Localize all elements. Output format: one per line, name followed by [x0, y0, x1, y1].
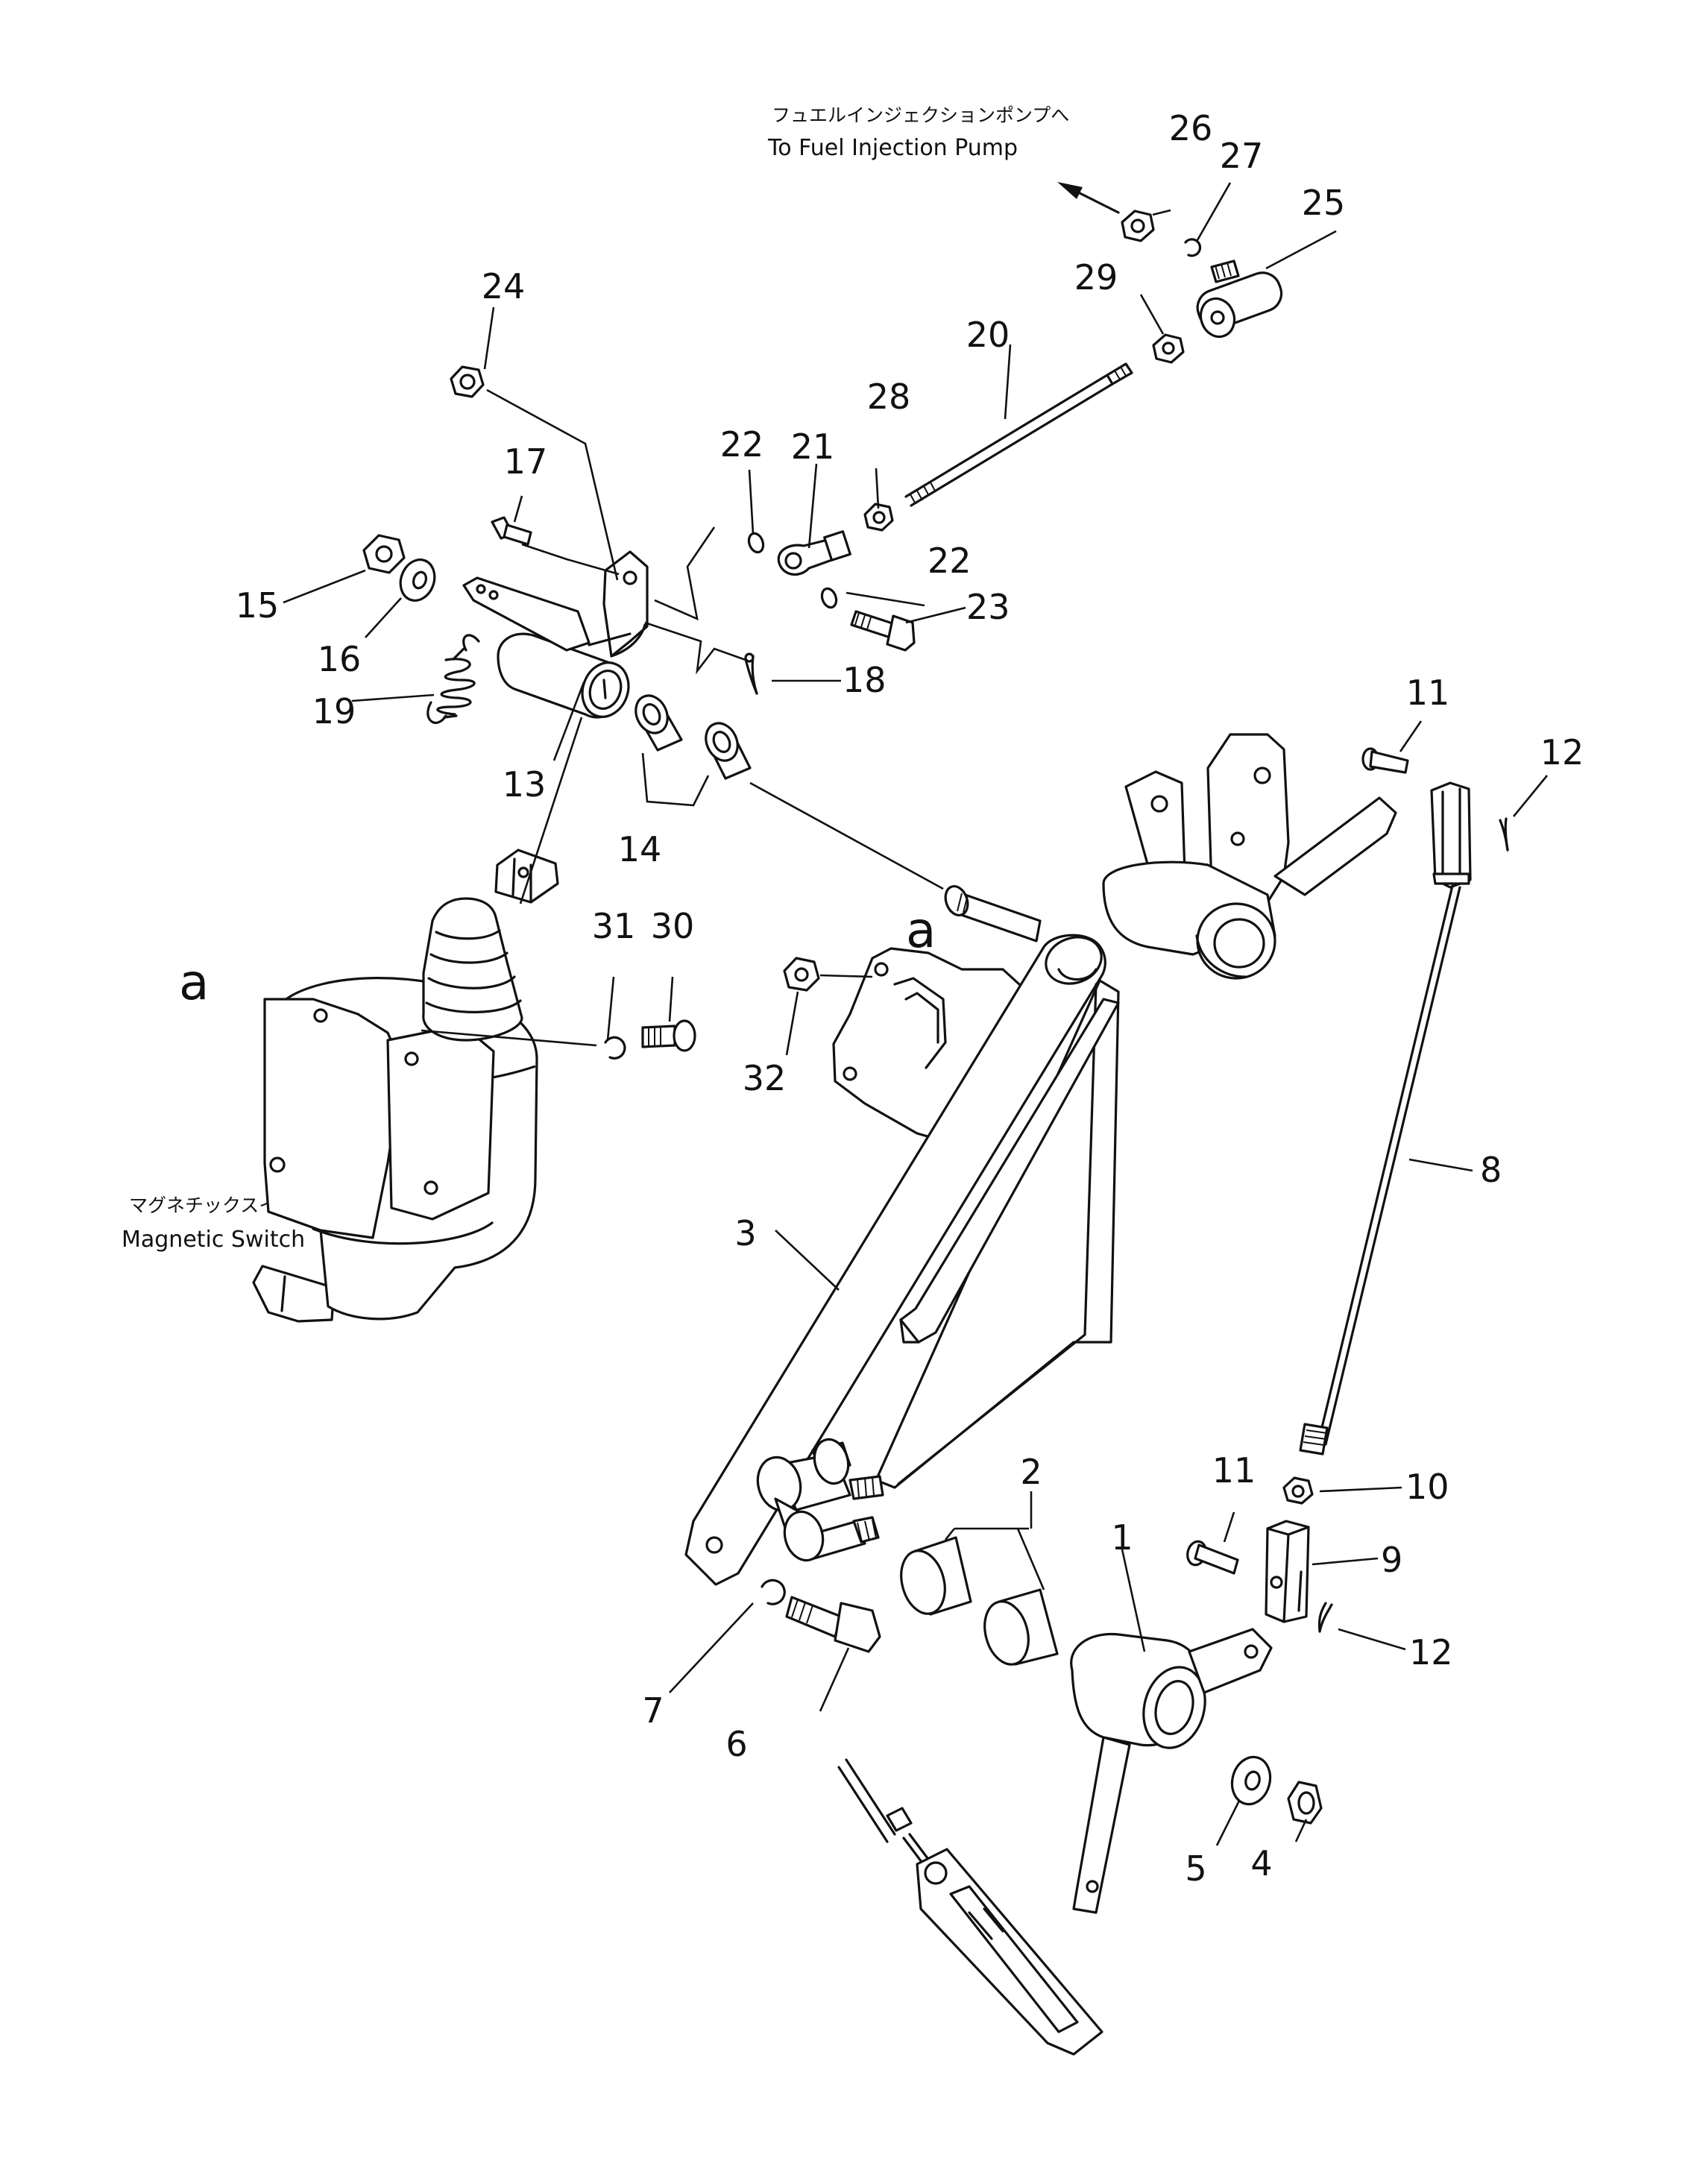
- callout-7: 7: [642, 1690, 664, 1731]
- callout-24: 24: [482, 266, 526, 306]
- part-spring-19-drawing: [426, 634, 480, 724]
- part-pin-11-lower-drawing: [1186, 1540, 1239, 1575]
- part-nut-28-drawing: [863, 503, 894, 532]
- part-lever-1-drawing: [1070, 1628, 1273, 1914]
- part-cotter-pin-12-lower-drawing: [1317, 1602, 1333, 1633]
- callout-27: 27: [1220, 136, 1264, 176]
- callout-9: 9: [1381, 1540, 1402, 1580]
- fuel-pump-caption-jp: フュエルインジェクションポンプへ: [772, 104, 1069, 126]
- part-lever-3-drawing: [684, 885, 1120, 1586]
- callouts: 1 2 3 4 5 6 7 8 9 10 11 11 12 12 13 14 1…: [236, 108, 1584, 1889]
- magnetic-switch-caption-en: Magnetic Switch: [122, 1227, 305, 1253]
- callout-6: 6: [725, 1724, 747, 1764]
- part-lever-13-drawing: [462, 550, 649, 719]
- magnetic-switch-drawing: [252, 849, 559, 1323]
- callout-21: 21: [791, 427, 835, 467]
- callout-25: 25: [1302, 183, 1346, 223]
- part-snap-ring-7-drawing: [761, 1579, 786, 1605]
- bracket-top-right-drawing: [1102, 733, 1397, 980]
- part-nut-29-drawing: [1152, 333, 1185, 364]
- callout-17: 17: [504, 441, 548, 482]
- leader-lines: [283, 182, 1549, 1846]
- callout-11-lower: 11: [1212, 1450, 1256, 1491]
- part-washer-22-upper-drawing: [747, 532, 765, 554]
- part-snap-ring-27-drawing: [1184, 238, 1202, 257]
- part-nut-32-drawing: [783, 957, 820, 992]
- callout-29: 29: [1074, 257, 1118, 298]
- part-rod-end-21-drawing: [777, 530, 851, 576]
- part-nut-15-drawing: [362, 534, 406, 574]
- part-bushing-14-left-drawing: [635, 694, 683, 752]
- callout-16: 16: [318, 639, 362, 679]
- callout-3: 3: [734, 1213, 756, 1253]
- callout-14: 14: [618, 829, 662, 869]
- callout-20: 20: [966, 315, 1010, 355]
- part-clevis-9-drawing: [1265, 1520, 1310, 1623]
- part-nut-10-drawing: [1282, 1476, 1314, 1505]
- part-cotter-pin-18-drawing: [744, 652, 758, 695]
- fuel-pump-arrow: [1057, 182, 1120, 214]
- throttle-cable-drawing: [837, 1758, 1103, 2056]
- part-pin-11-upper-drawing: [1361, 747, 1409, 774]
- callout-12-upper: 12: [1540, 732, 1584, 772]
- part-nut-4-drawing: [1287, 1781, 1323, 1825]
- callout-28: 28: [867, 377, 911, 417]
- callout-30: 30: [651, 906, 695, 946]
- part-bolt-23-drawing: [850, 610, 916, 652]
- part-bushing-2-right-drawing: [983, 1588, 1059, 1666]
- part-washer-5-drawing: [1230, 1755, 1272, 1806]
- callout-10: 10: [1405, 1467, 1449, 1507]
- part-cotter-pin-12-upper-drawing: [1499, 817, 1509, 852]
- callout-22-lower: 22: [928, 541, 972, 581]
- callout-18: 18: [843, 660, 887, 700]
- callout-19: 19: [312, 691, 356, 731]
- fuel-pump-caption-en: To Fuel Injection Pump: [767, 135, 1018, 161]
- part-ball-joint-25-drawing: [1196, 259, 1283, 339]
- callout-4: 4: [1250, 1843, 1272, 1884]
- callout-22-upper: 22: [720, 424, 764, 465]
- part-rod-8-drawing: [1299, 781, 1472, 1456]
- callout-2: 2: [1020, 1452, 1042, 1492]
- callout-13: 13: [503, 764, 547, 805]
- callout-11-upper: 11: [1406, 673, 1450, 713]
- view-mark-left: a: [179, 954, 209, 1011]
- callout-26: 26: [1169, 108, 1213, 148]
- callout-23: 23: [966, 587, 1010, 627]
- callout-32: 32: [743, 1058, 787, 1098]
- part-bolt-6-drawing: [785, 1596, 881, 1653]
- part-bolt-17-drawing: [491, 516, 532, 546]
- part-bushing-2-left-drawing: [900, 1536, 972, 1616]
- assembly-lines: [421, 388, 944, 1047]
- callout-12-lower: 12: [1409, 1632, 1453, 1672]
- callout-31: 31: [592, 906, 636, 946]
- part-rod-20-drawing: [904, 362, 1133, 507]
- part-snap-ring-31-drawing: [604, 1036, 626, 1060]
- view-mark-right: a: [906, 901, 936, 959]
- callout-1: 1: [1111, 1517, 1133, 1558]
- part-bolt-30-drawing: [641, 1019, 696, 1052]
- callout-5: 5: [1185, 1848, 1206, 1889]
- callout-15: 15: [236, 585, 280, 626]
- part-bushing-14-right-drawing: [705, 722, 752, 780]
- part-washer-22-lower-drawing: [820, 587, 838, 609]
- part-washer-16-drawing: [399, 558, 436, 602]
- callout-8: 8: [1480, 1150, 1502, 1190]
- part-nut-26-drawing: [1121, 210, 1155, 242]
- part-nut-24-drawing: [450, 365, 485, 398]
